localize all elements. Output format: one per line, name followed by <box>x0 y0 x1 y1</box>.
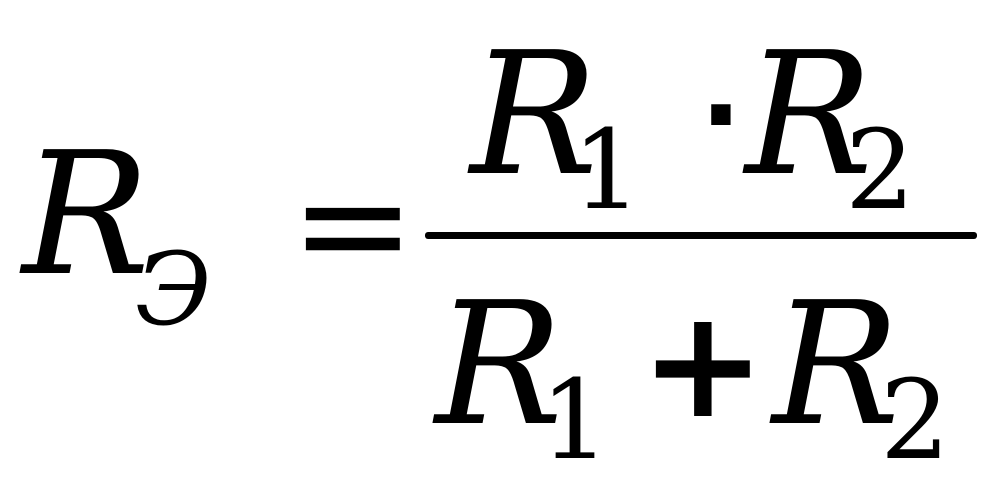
numerator-term2-subscript: 2 <box>845 106 915 234</box>
numerator-term1-subscript: 1 <box>572 106 642 234</box>
denominator-term2-subscript: 2 <box>880 356 950 484</box>
denominator-term1-subscript: 1 <box>540 356 610 484</box>
equals-sign: = <box>290 138 416 312</box>
lhs-subscript: Э <box>135 231 212 348</box>
numerator-term2: R <box>745 16 873 214</box>
numerator-term1: R <box>470 16 598 214</box>
numerator-multiply-operator: · <box>700 51 742 179</box>
lhs-variable: R <box>22 116 150 314</box>
denominator-plus-operator: + <box>640 278 766 452</box>
fraction-bar <box>425 232 977 239</box>
denominator-term2: R <box>772 266 900 464</box>
denominator-term1: R <box>435 266 563 464</box>
